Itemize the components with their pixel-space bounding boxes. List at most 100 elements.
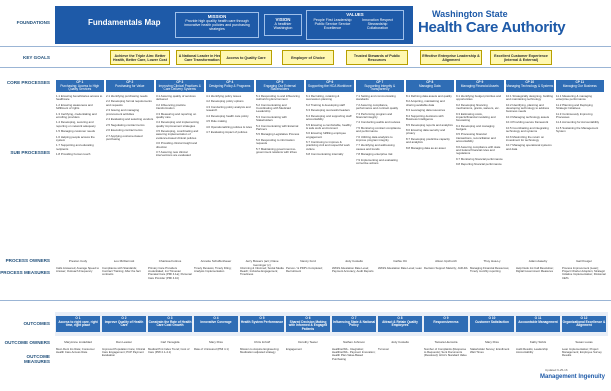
key-goal-box: Trusted Stewards of Public Resources (346, 50, 408, 65)
core-process-title: Supporting Integrity & Transparency (364, 83, 396, 92)
core-process-number: CP 11 (575, 80, 585, 84)
outcome-owner: Mary Fliss (209, 340, 223, 344)
outcome-title: Attract & Retain Quality Employees (382, 319, 418, 328)
outcome-number: O 8 (397, 316, 403, 320)
sub-process-item: 1.7 Supporting and educating recipients (56, 143, 94, 151)
sub-process-item: 6.8 Communicating internally (306, 152, 344, 157)
sub-process-item: 3.6 Providing clinical insight and direc… (156, 141, 198, 149)
sub-process-item: 3.5 Developing, coordinating and assurin… (156, 129, 199, 140)
outcomes-band (55, 312, 608, 336)
outcome-measure: Medical Pmt Index Trend; Cost of Care (P… (148, 348, 190, 355)
sub-process-item: 4.1 Identifying policy issues (206, 95, 242, 98)
core-process-number: CP 9 (476, 80, 484, 84)
process-measure: WASS Attestation Rate Level; Lean (378, 267, 422, 270)
sub-process-item: 5.7 Maintaining government-to-government… (256, 146, 297, 154)
sub-process-item: 10.7 Managing operational systems and da… (506, 143, 552, 151)
process-owner: Gail Kreiger (576, 259, 592, 263)
sub-process-item: 4.3 Conducting policy analysis and resea… (206, 104, 251, 113)
sub-process-column: 6.1 Recruiting, retaining & succession p… (306, 95, 354, 245)
sub-process-item: 9.5 Processing financial transactions, r… (456, 132, 496, 144)
process-owner: Annette Schuffenhauer (200, 259, 232, 263)
sub-process-item: 11.5 Sustaining the Management System (556, 125, 599, 134)
core-process-title: Supporting the HCA Workforce (307, 83, 352, 88)
core-process-number: CP 5 (276, 80, 284, 84)
outcome-number: O 2 (121, 316, 127, 320)
sub-process-item: 8.3 Leveraging data resources (406, 108, 446, 113)
row-label-key-goals: KEY GOALS (23, 55, 50, 60)
sub-process-item: 2.7 Applying outcome-based purchasing (106, 133, 143, 141)
outcome-owner: Chris Imhoff (253, 340, 271, 344)
process-owner: Alison Upchurch (435, 259, 457, 263)
outcome-measure: Turnover (378, 348, 390, 351)
footer-brand: Management Ingenuity (540, 374, 606, 380)
brand-logo: Washington State Health Care Authority (418, 9, 608, 41)
row-label-owners: PROCESS OWNERS (5, 258, 50, 263)
row-label-omeasures: OUTCOME MEASURES (23, 354, 50, 364)
outcome-owner: Carl Yanagida (160, 340, 180, 344)
sub-process-item: 10.5 Coordinating and integrating techno… (506, 125, 549, 134)
process-owner: Thuy Hua-Ly (483, 259, 501, 263)
sub-process-item: 10.3 Managing technology assets (506, 114, 550, 119)
vision-text: A healthier Washington (273, 22, 293, 30)
outcome-measure: Improved Population Care; Clinical Care … (102, 348, 146, 358)
core-process-title: Managing Financial Assets (460, 83, 499, 88)
sub-process-item: 2.4 Evaluating and selecting vendors (106, 117, 154, 122)
values-columns: People First Leadership Public Service S… (307, 17, 403, 31)
outcome-owner: Kathy Sizick (529, 340, 547, 344)
outcome-title: Shared Decision Making with Informed & E… (288, 319, 328, 331)
sub-process-item: 8.2 Acquiring, maintaining and sharing a… (406, 99, 445, 107)
sub-process-item: 7.3 Performing program and financial int… (356, 111, 393, 119)
outcome-measure: Med.-Dent Ins Rate; Consumer Health Care… (56, 348, 95, 355)
outcome-title: Influencing State & National Policy (332, 319, 376, 328)
mission-text: Provide high quality health care through… (184, 19, 250, 31)
vision-title: VISION (275, 17, 291, 22)
row-label-outcomes: OUTCOMES (23, 321, 50, 326)
key-goal-box: Achieve the Triple Aim: Better Health, B… (110, 50, 170, 65)
mission-title: MISSION (207, 14, 227, 19)
sub-process-column: 10.1 Strategically designing, building a… (506, 95, 554, 245)
process-measure: Process Improvement (Lean); Project Char… (562, 267, 606, 280)
outcome-owner: Nathan Johnson (343, 340, 365, 344)
process-measure: Primary Care Providers credentialed; 1st… (148, 267, 192, 280)
key-goal-box: Excellent Customer Experience (Internal … (490, 50, 552, 65)
sub-process-item: 7.6 Utilizing data analytics to improve … (356, 134, 393, 142)
outcome-title: Innovative Coverage (200, 319, 232, 324)
sub-process-item: 11.3 Continuously Improving Processes (556, 111, 593, 119)
sub-process-item: 1.5 Managing customer needs (56, 129, 95, 134)
sub-process-item: 7.7 Identifying and addressing causes an… (356, 143, 395, 151)
core-process-title: Improving Clinical Practices & Care Deli… (158, 83, 201, 92)
outcome-owner: Tamara Hiemstra (434, 340, 458, 344)
row-label-core: CORE PROCESSES (0, 80, 50, 85)
process-measure: WASS Attestation Rate Level; Payment Acc… (332, 267, 374, 274)
sub-process-item: 3.7 Assuring new clinical interventions … (156, 149, 191, 158)
values-right: Innovation Respect Stewardship Collabora… (362, 18, 393, 30)
sub-process-item: 1.6 Helping people access the system (56, 134, 95, 142)
sub-process-item: 8.5 Developing reports and analytics (406, 122, 453, 127)
sub-process-item: 6.3 Developing successful leaders (306, 108, 350, 113)
sub-process-item: 3.3 Measuring and reporting on quality c… (156, 111, 197, 119)
sub-process-item: 5.3 Communicating with Stakeholders (256, 114, 287, 123)
outcome-measure: Rate of Uninsured (PMI 4.1) (194, 348, 229, 351)
process-owner: Jerry Bowers (act.) Dave Iseminger (c) (245, 259, 279, 267)
outcome-title: Organizational Excellence & Alignment (562, 319, 606, 328)
sub-process-item: 7.2 Assuring compliance, performance and… (356, 102, 399, 111)
sub-process-item: 6.7 Continuing to improve & practicing c… (306, 140, 350, 151)
core-process-title: Designing Policy & Programs (209, 83, 251, 88)
sub-process-item: 6.2 Training & developing staff (306, 102, 345, 107)
process-measure: Informing & Informed; Social Media Reach… (240, 267, 284, 277)
sub-process-item: 1.2 Ensuring awareness and fulfillment o… (56, 102, 93, 111)
